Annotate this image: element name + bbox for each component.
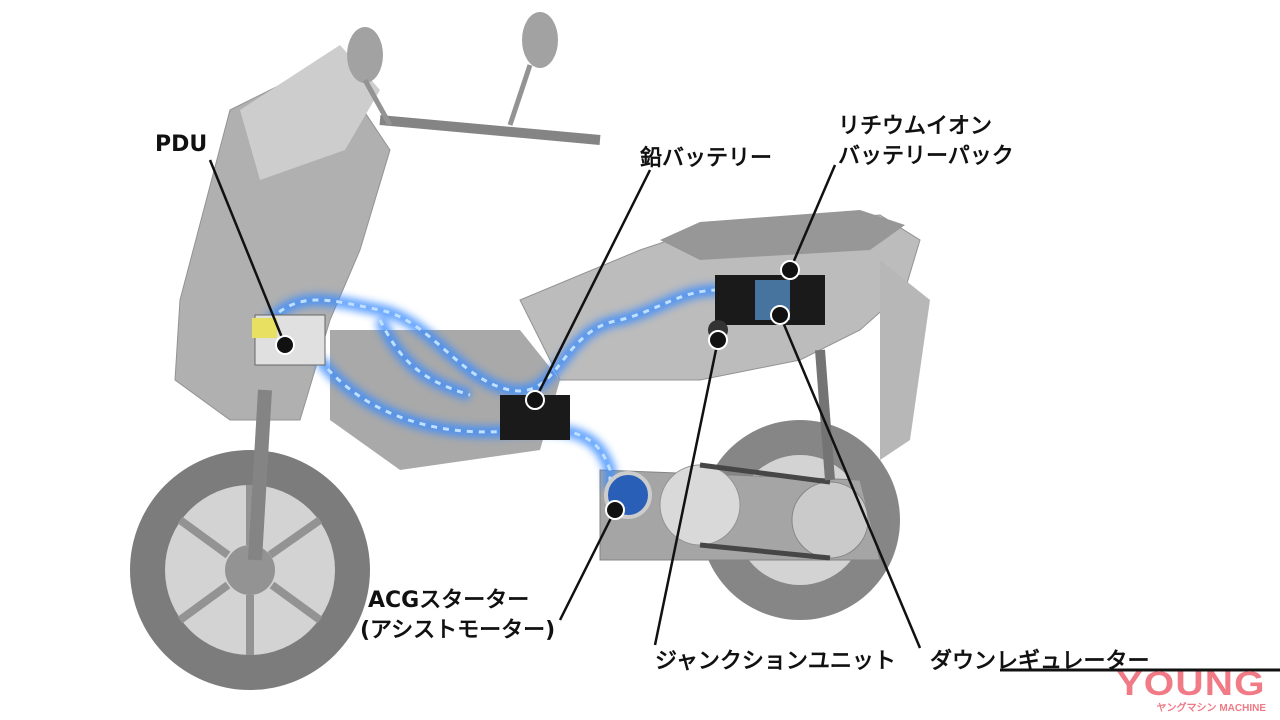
label-lithium-ion-2: バッテリーパック	[838, 144, 1014, 169]
leader-lines	[208, 159, 922, 649]
young-machine-logo: YOUNG ヤングマシン MACHINE	[1117, 667, 1266, 714]
scooter-body	[130, 12, 930, 690]
label-down-regulator: ダウンレギュレーター	[930, 649, 1150, 674]
label-lead-battery: 鉛バッテリー	[640, 146, 773, 171]
label-lithium-ion-1: リチウムイオン	[838, 114, 993, 139]
label-junction-unit: ジャンクションユニット	[655, 649, 896, 674]
label-pdu: PDU	[155, 132, 208, 157]
logo-kana: ヤングマシン	[1156, 703, 1217, 714]
label-acg-starter-2: (アシストモーター)	[360, 618, 556, 643]
callout-dots	[275, 260, 800, 520]
label-acg-starter-1: ACGスターター	[368, 588, 530, 613]
logo-main: YOUNG	[1116, 665, 1266, 703]
logo-sub: MACHINE	[1219, 703, 1266, 714]
